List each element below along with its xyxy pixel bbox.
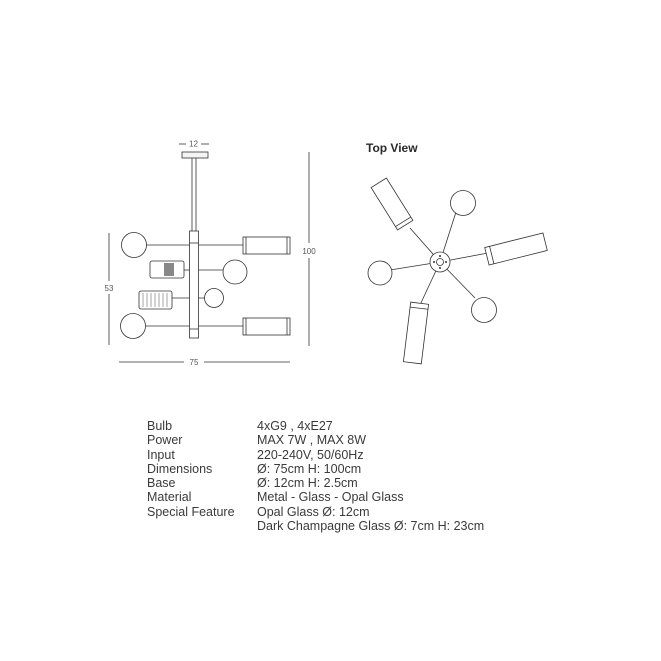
spec-label: Base bbox=[147, 476, 176, 491]
spec-label: Material bbox=[147, 490, 192, 505]
svg-text:75: 75 bbox=[190, 358, 199, 367]
spec-value: 4xG9 , 4xE27 bbox=[257, 419, 333, 433]
spec-value-extra: Dark Champagne Glass Ø: 7cm H: 23cm bbox=[257, 519, 485, 534]
spec-row: Power MAX 7W , MAX 8W bbox=[147, 433, 484, 447]
spec-row: Material Metal - Glass - Opal Glass bbox=[147, 490, 484, 504]
spec-row: Dimensions Ø: 75cm H: 100cm bbox=[147, 462, 484, 476]
top-cylinder-lower-left bbox=[402, 301, 430, 365]
top-view: Top View bbox=[366, 141, 548, 365]
front-view: 12 bbox=[105, 140, 317, 368]
svg-text:12: 12 bbox=[189, 140, 198, 149]
top-globe-left bbox=[367, 260, 393, 286]
spec-label: Bulb bbox=[147, 419, 173, 433]
ceiling-canopy bbox=[181, 151, 209, 159]
spec-label: Power bbox=[147, 433, 183, 448]
spec-value: Ø: 12cm H: 2.5cm bbox=[257, 476, 358, 491]
globe-left-bottom bbox=[120, 313, 146, 339]
dim-body-height: 53 bbox=[105, 233, 114, 345]
spec-value: Metal - Glass - Opal Glass bbox=[257, 490, 404, 505]
spec-label: Special Feature bbox=[147, 504, 235, 519]
top-view-title: Top View bbox=[366, 141, 418, 155]
spec-value: 220-240V, 50/60Hz bbox=[257, 447, 364, 462]
top-cylinder-upper-left bbox=[370, 177, 414, 231]
central-body bbox=[189, 230, 199, 339]
spec-label: Dimensions bbox=[147, 461, 213, 476]
spec-label: Input bbox=[147, 447, 175, 462]
dim-base-diameter: 12 bbox=[179, 140, 209, 149]
globe-front-small bbox=[204, 288, 224, 308]
spec-row: Special Feature Opal Glass Ø: 12cm bbox=[147, 505, 484, 519]
spec-row: Bulb 4xG9 , 4xE27 bbox=[147, 419, 484, 433]
top-globe-upper bbox=[450, 190, 476, 216]
cylinder-right-bottom bbox=[242, 317, 291, 336]
dim-width: 75 bbox=[119, 358, 290, 367]
spec-value: MAX 7W , MAX 8W bbox=[257, 433, 367, 448]
svg-text:100: 100 bbox=[302, 247, 316, 256]
globe-left-top bbox=[121, 232, 147, 258]
globe-right-middle bbox=[222, 259, 248, 285]
spec-row: Base Ø: 12cm H: 2.5cm bbox=[147, 476, 484, 490]
top-globe-lower-right bbox=[471, 297, 497, 323]
svg-text:53: 53 bbox=[105, 284, 114, 293]
dim-height: 100 bbox=[302, 152, 316, 346]
spec-row: Input 220-240V, 50/60Hz bbox=[147, 448, 484, 462]
spec-value: Opal Glass Ø: 12cm bbox=[257, 504, 370, 519]
top-cylinder-right bbox=[484, 232, 548, 266]
spec-value: Ø: 75cm H: 100cm bbox=[257, 461, 362, 476]
cylinder-right-top bbox=[242, 236, 291, 255]
